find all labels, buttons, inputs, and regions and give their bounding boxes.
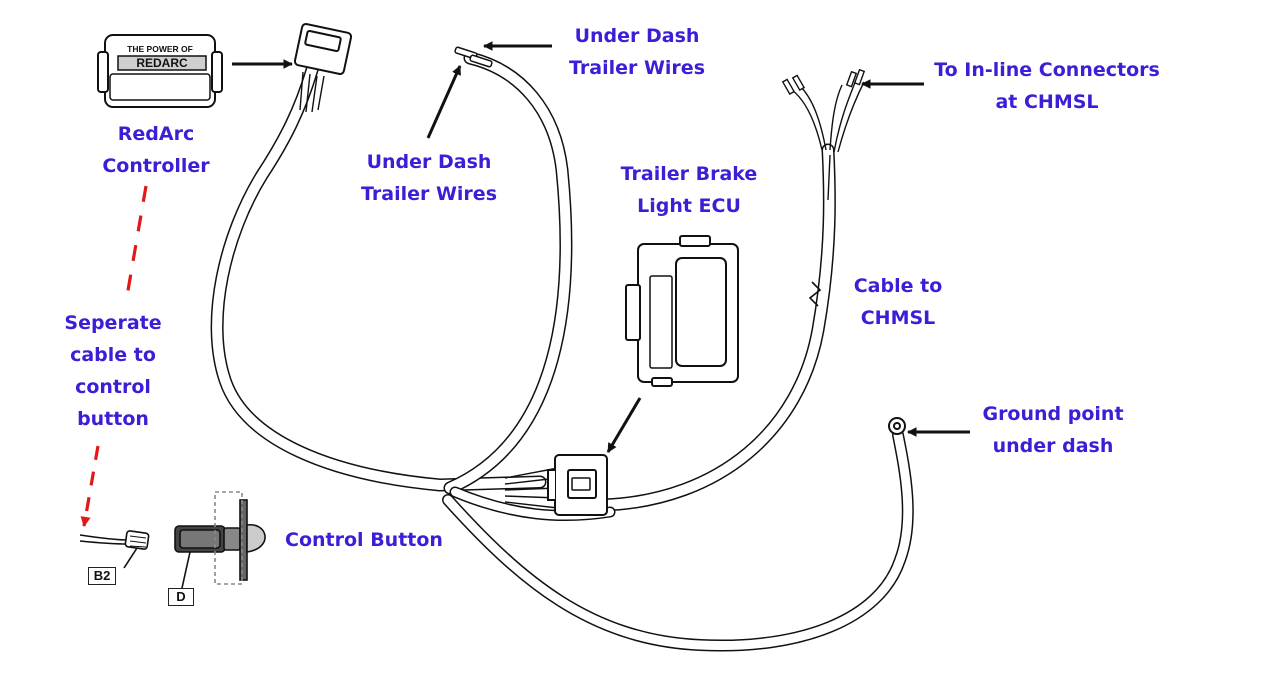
under-dash-wires-top-label: Under Dash Trailer Wires (552, 20, 722, 84)
ground-point-line-1: Ground point (982, 403, 1124, 425)
redarc-controller (97, 34, 223, 108)
tag-d: D (168, 588, 194, 606)
under-dash-wires-left-label: Under Dash Trailer Wires (344, 146, 514, 210)
separate-cable-leader (80, 185, 148, 528)
ecu-connector (547, 454, 608, 516)
controller-label-line-1: RedArc (117, 123, 195, 145)
trailer-brake-ecu (625, 235, 739, 387)
control-button-label: Control Button (282, 524, 446, 556)
tag-b2: B2 (88, 567, 116, 585)
main-harness-cable (210, 51, 914, 652)
control-button-assembly (79, 491, 266, 589)
controller-connector-wires (299, 71, 325, 113)
under-dash-top-line-2: Trailer Wires (569, 57, 705, 79)
inline-connectors-line-2: at CHMSL (995, 91, 1099, 113)
under-dash-left-line-2: Trailer Wires (361, 183, 497, 205)
separate-cable-line-2: cable to (70, 344, 156, 366)
separate-cable-line-4: button (77, 408, 149, 430)
chmsl-wire-ends (781, 68, 866, 307)
separate-cable-line-3: control (75, 376, 151, 398)
controller-label-line-2: Controller (102, 155, 210, 177)
cable-chmsl-line-2: CHMSL (860, 307, 936, 329)
ecu-label-line-1: Trailer Brake (620, 163, 758, 185)
ground-point-label: Ground point under dash (968, 398, 1138, 462)
separate-cable-line-1: Seperate (64, 312, 162, 334)
separate-cable-label: Seperate cable to control button (52, 307, 174, 435)
ground-ring-terminal (888, 417, 906, 435)
ecu-label-line-2: Light ECU (637, 195, 741, 217)
inline-connectors-label: To In-line Connectors at CHMSL (922, 54, 1172, 118)
cable-chmsl-label: Cable to CHMSL (842, 270, 954, 334)
ground-point-line-2: under dash (992, 435, 1114, 457)
controller-plug (293, 23, 353, 75)
under-dash-top-line-1: Under Dash (574, 25, 700, 47)
under-dash-left-line-1: Under Dash (366, 151, 492, 173)
cable-chmsl-line-1: Cable to (853, 275, 943, 297)
under-dash-wire-tips (454, 46, 493, 68)
inline-connectors-line-1: To In-line Connectors (934, 59, 1160, 81)
controller-brand-top: THE POWER OF (127, 44, 193, 54)
controller-brand-name: REDARC (136, 56, 188, 70)
control-button-line-1: Control Button (285, 529, 443, 551)
controller-label: RedArc Controller (96, 118, 216, 182)
trailer-brake-ecu-label: Trailer Brake Light ECU (604, 158, 774, 222)
leader-arrows (232, 41, 970, 453)
